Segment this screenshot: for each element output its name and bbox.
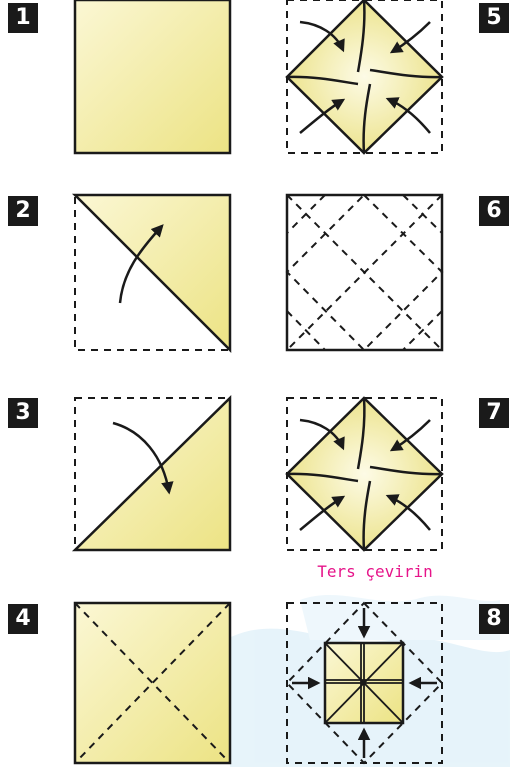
step-badge-8: 8 (479, 604, 509, 634)
step-5-diagram (287, 0, 442, 153)
step-badge-2: 2 (8, 196, 38, 226)
step-3-diagram (75, 398, 230, 550)
step-badge-6: 6 (479, 196, 509, 226)
step-4-diagram (75, 603, 230, 763)
step-badge-5: 5 (479, 3, 509, 33)
step-2-diagram (75, 195, 230, 350)
step-badge-7: 7 (479, 398, 509, 428)
step-1-diagram (75, 0, 230, 153)
step-6-diagram (287, 195, 442, 350)
step-badge-1: 1 (8, 3, 38, 33)
step-badge-4: 4 (8, 604, 38, 634)
step-badge-3: 3 (8, 398, 38, 428)
flip-over-caption: Ters çevirin (300, 562, 450, 582)
step-7-diagram (287, 398, 442, 550)
